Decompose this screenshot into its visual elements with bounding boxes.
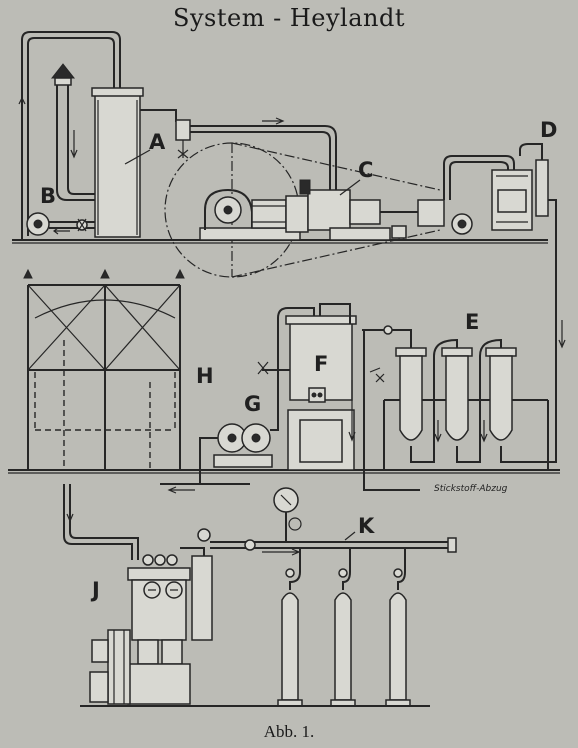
column-f	[257, 303, 420, 491]
label-c: C	[358, 158, 374, 182]
unit-d	[491, 143, 566, 440]
drive-motor	[391, 199, 473, 239]
pump-b	[26, 212, 95, 236]
nitrogen-outlet-note: Stickstoff-Abzug	[434, 484, 508, 494]
diagram-title: System - Heylandt	[173, 4, 405, 32]
label-g: G	[244, 392, 262, 416]
compressor-c	[199, 179, 420, 241]
label-a: A	[149, 130, 166, 154]
pump-g	[160, 380, 279, 494]
tubes-e	[383, 329, 557, 470]
label-k: K	[358, 514, 375, 538]
column-a	[91, 87, 191, 238]
manifold-k	[210, 487, 457, 556]
middle-section	[8, 268, 560, 494]
label-e: E	[465, 310, 480, 334]
label-b: B	[40, 184, 57, 208]
bottom-section	[63, 484, 457, 707]
top-section	[12, 31, 566, 440]
gas-cylinders	[277, 548, 411, 707]
label-f: F	[314, 352, 329, 376]
figure-caption: Abb. 1.	[263, 722, 315, 741]
label-j: J	[92, 578, 100, 602]
gasholder-h	[23, 268, 185, 470]
label-h: H	[196, 364, 214, 388]
compressor-j	[89, 528, 213, 705]
label-d: D	[540, 118, 558, 142]
